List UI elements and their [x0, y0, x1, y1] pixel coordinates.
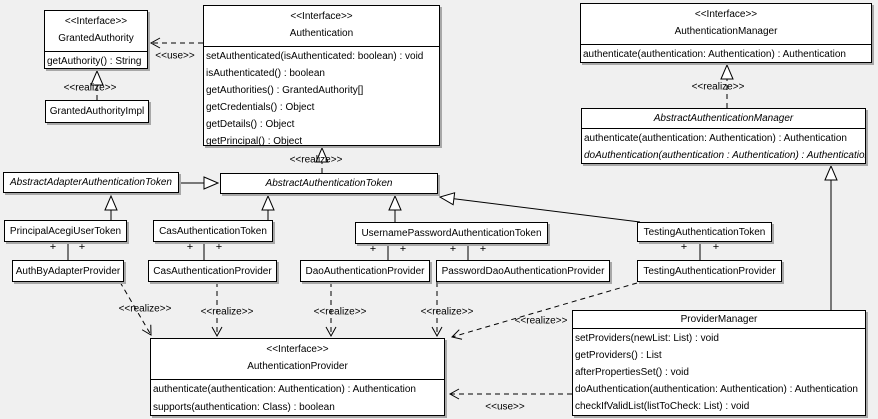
class-box-usernamepasswordauthenticationtoken[interactable]: UsernamePasswordAuthenticationToken [355, 222, 548, 244]
method: getPrincipal() : Object [206, 136, 303, 146]
class-name: DaoAuthenticationProvider [305, 265, 425, 277]
stereotype: <<Interface>> [290, 11, 353, 22]
realize-authbyadapter-to-authenticationprovider [119, 281, 152, 336]
stereotype: <<Interface>> [266, 344, 329, 355]
class-name: AuthByAdapterProvider [15, 265, 121, 277]
method: doAuthentication(authentication: Authent… [575, 384, 858, 395]
method: getAuthorities() : GrantedAuthority[] [206, 85, 364, 96]
class-box-authbyadapterprovider[interactable]: AuthByAdapterProvider [12, 260, 124, 282]
method: getProviders() : List [575, 350, 662, 361]
realize-label: <<realize>> [313, 306, 367, 318]
realize-label: <<realize>> [420, 306, 474, 318]
class-box-grantedauthority[interactable]: <<Interface>> GrantedAuthority getAuthor… [44, 10, 148, 69]
class-title: <<Interface>> AuthenticationProvider [151, 339, 444, 380]
generalization-testing-token-to-abstract-token [440, 197, 641, 223]
association-plus: + [49, 241, 57, 253]
stereotype: <<Interface>> [694, 9, 758, 20]
class-name: GrantedAuthorityImpl [49, 106, 145, 117]
method: isAuthenticated() : boolean [206, 68, 325, 79]
method: authenticate(authentication: Authenticat… [153, 384, 416, 395]
realize-label: <<realize>> [514, 315, 568, 327]
class-name: ProviderManager [680, 314, 758, 325]
method: getAuthority() : String [47, 56, 142, 67]
class-name: TestingAuthenticationToken [643, 226, 766, 238]
class-box-testingauthenticationprovider[interactable]: TestingAuthenticationProvider [637, 260, 782, 282]
association-plus: + [712, 241, 720, 253]
class-box-casauthenticationtoken[interactable]: CasAuthenticationToken [153, 220, 273, 242]
realize-label: <<realize>> [200, 306, 254, 318]
class-name: Authentication [289, 28, 354, 39]
class-title: ProviderManager [573, 311, 865, 329]
class-name: AbstractAuthenticationToken [265, 178, 393, 189]
class-name: TestingAuthenticationProvider [643, 265, 776, 277]
association-plus: + [78, 241, 86, 253]
class-title: AbstractAuthenticationManager [582, 109, 865, 129]
class-box-grantedauthorityimpl[interactable]: GrantedAuthorityImpl [45, 100, 149, 123]
method: getCredentials() : Object [206, 102, 315, 113]
class-box-providermanager[interactable]: ProviderManager setProviders(newList: Li… [572, 310, 866, 416]
class-box-principalacegiusertoken[interactable]: PrincipalAcegiUserToken [4, 220, 127, 242]
association-plus: + [449, 243, 457, 255]
class-title: <<Interface>> AuthenticationManager [581, 4, 871, 45]
class-box-testingauthenticationtoken[interactable]: TestingAuthenticationToken [637, 222, 772, 242]
method: getDetails() : Object [206, 119, 295, 130]
method: doAuthentication(authentication : Authen… [584, 150, 866, 161]
association-plus: + [680, 241, 688, 253]
class-name: CasAuthenticationProvider [153, 265, 272, 277]
class-name: AuthenticationManager [674, 26, 778, 37]
class-box-abstractadapterauthenticationtoken[interactable]: AbstractAdapterAuthenticationToken [3, 172, 179, 193]
method: setAuthenticated(isAuthenticated: boolea… [206, 51, 424, 62]
class-box-abstractauthenticationtoken[interactable]: AbstractAuthenticationToken [220, 173, 438, 194]
association-plus: + [479, 243, 487, 255]
class-name: PasswordDaoAuthenticationProvider [441, 265, 605, 277]
use-label: <<use>> [485, 401, 525, 413]
class-name: CasAuthenticationToken [159, 225, 267, 237]
class-title: <<Interface>> GrantedAuthority [45, 11, 147, 52]
class-box-abstractauthenticationmanager[interactable]: AbstractAuthenticationManager authentica… [581, 108, 866, 164]
method: afterPropertiesSet() : void [575, 367, 689, 378]
class-title: <<Interface>> Authentication [204, 6, 439, 47]
class-name: AbstractAdapterAuthenticationToken [10, 177, 172, 188]
class-name: GrantedAuthority [58, 33, 134, 44]
method: checkIfValidList(listToCheck: List) : vo… [575, 401, 750, 412]
stereotype: <<Interface>> [64, 16, 128, 27]
class-box-authenticationmanager[interactable]: <<Interface>> AuthenticationManager auth… [580, 3, 872, 63]
method: supports(authentication: Class) : boolea… [153, 402, 335, 413]
use-label: <<use>> [155, 50, 195, 62]
class-box-daoauthenticationprovider[interactable]: DaoAuthenticationProvider [300, 260, 430, 282]
class-box-passworddaoauthenticationprovider[interactable]: PasswordDaoAuthenticationProvider [436, 260, 610, 282]
association-plus: + [186, 241, 194, 253]
realize-label: <<realize>> [63, 82, 117, 94]
realize-label: <<realize>> [289, 154, 343, 166]
realize-label: <<realize>> [118, 303, 172, 315]
class-name: AbstractAuthenticationManager [653, 113, 794, 124]
realize-label: <<realize>> [691, 81, 745, 93]
class-box-authentication[interactable]: <<Interface>> Authentication setAuthenti… [203, 5, 440, 146]
class-box-casauthenticationprovider[interactable]: CasAuthenticationProvider [148, 260, 277, 282]
method: setProviders(newList: List) : void [575, 333, 719, 344]
class-name: PrincipalAcegiUserToken [9, 225, 122, 237]
class-name: UsernamePasswordAuthenticationToken [361, 227, 542, 239]
association-plus: + [215, 241, 223, 253]
method: authenticate(authentication: Authenticat… [584, 133, 847, 144]
class-box-authenticationprovider[interactable]: <<Interface>> AuthenticationProvider aut… [150, 338, 445, 416]
association-plus: + [399, 243, 407, 255]
method: authenticate(authentication: Authenticat… [583, 49, 846, 60]
association-plus: + [369, 243, 377, 255]
class-name: AuthenticationProvider [247, 361, 348, 372]
